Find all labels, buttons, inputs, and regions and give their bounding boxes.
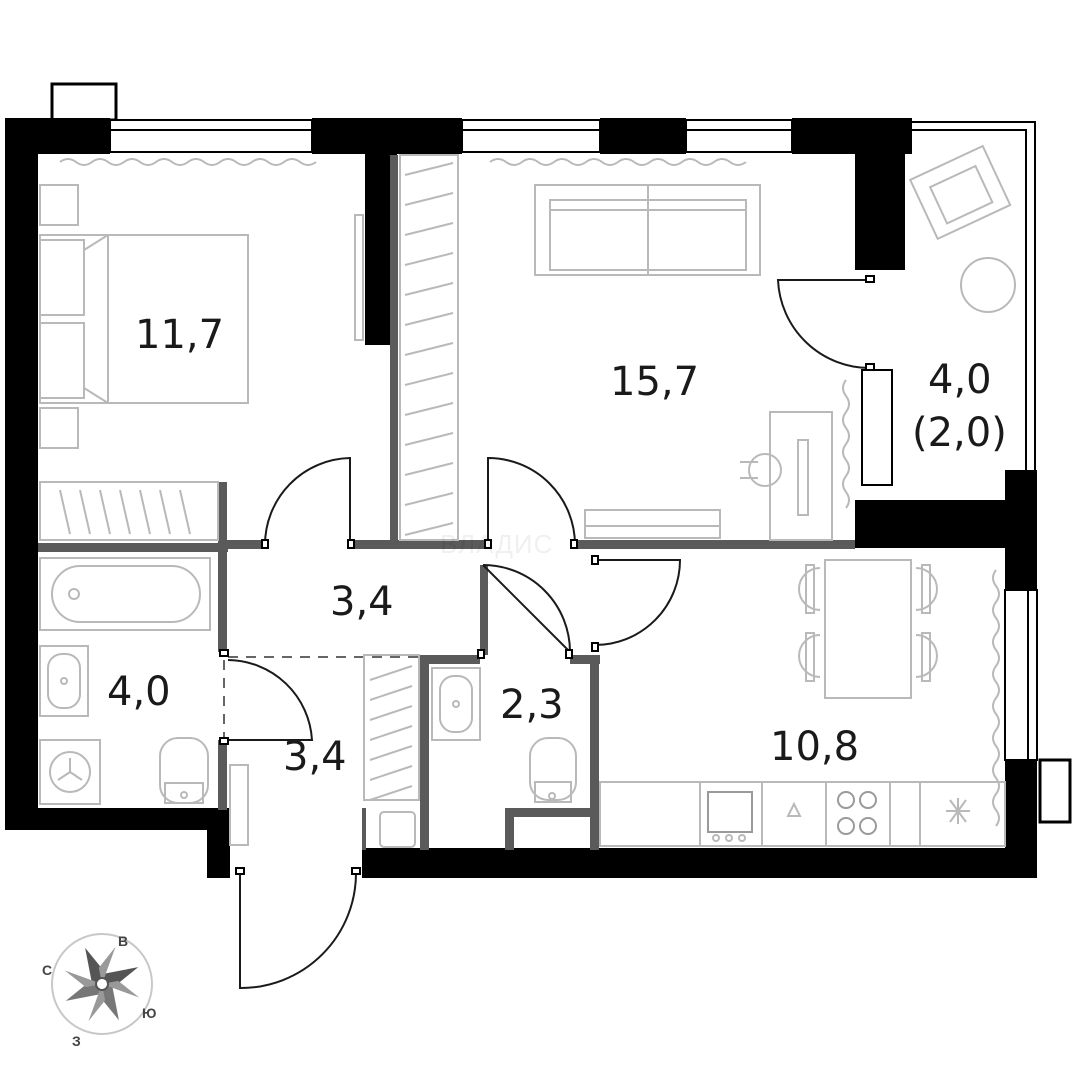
room-area-balcony-reduced: (2,0) [912, 410, 1007, 456]
compass-west: З [72, 1033, 81, 1049]
room-area-wc: 2,3 [500, 682, 564, 728]
outer-walls [5, 82, 1072, 878]
windows [109, 119, 1038, 761]
inner-walls [38, 155, 855, 850]
balcony-glazing [912, 121, 1036, 470]
compass-east: В [118, 933, 128, 949]
compass-south: Ю [142, 1005, 156, 1021]
watermark: ВЛАДИС [440, 529, 553, 559]
compass: С В Ю З [42, 933, 156, 1049]
room-area-bathroom: 4,0 [107, 669, 171, 715]
room-area-living: 15,7 [610, 359, 699, 405]
compass-rose-icon [64, 946, 140, 1022]
furniture [39, 144, 1016, 848]
room-area-entrance: 3,4 [283, 734, 347, 780]
room-area-kitchen: 10,8 [770, 724, 859, 770]
compass-north: С [42, 962, 52, 978]
doors [219, 275, 875, 990]
room-area-balcony: 4,0 [928, 357, 992, 403]
room-area-hall: 3,4 [330, 579, 394, 625]
room-area-bedroom: 11,7 [135, 312, 224, 358]
